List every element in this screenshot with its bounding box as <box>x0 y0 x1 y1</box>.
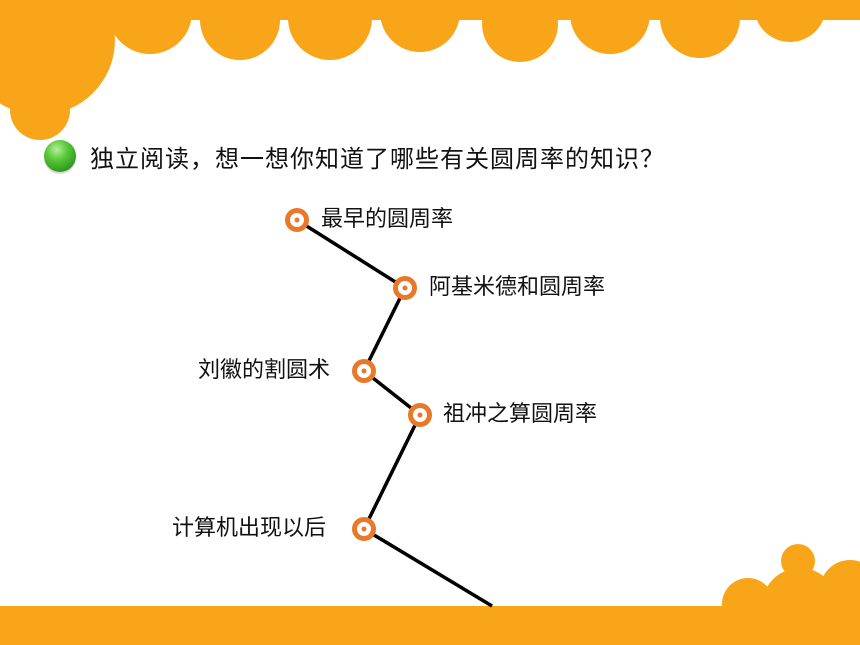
timeline-line <box>296 218 493 608</box>
timeline-label-1: 最早的圆周率 <box>321 207 454 232</box>
timeline-label-3: 刘徽的割圆术 <box>198 358 331 383</box>
bottom-orange-bar <box>0 544 860 645</box>
timeline-node-5 <box>352 517 376 541</box>
timeline-node-3 <box>352 359 376 383</box>
page-heading: 独立阅读，想一想你知道了哪些有关圆周率的知识？ <box>44 136 665 176</box>
timeline-label-5: 计算机出现以后 <box>172 516 327 541</box>
timeline-node-2 <box>393 276 417 300</box>
timeline-node-1 <box>285 208 309 232</box>
timeline-label-2: 阿基米德和圆周率 <box>429 275 606 300</box>
heading-text: 独立阅读，想一想你知道了哪些有关圆周率的知识？ <box>90 144 665 173</box>
timeline-label-4: 祖冲之算圆周率 <box>443 402 598 427</box>
timeline-node-4 <box>408 403 432 427</box>
green-bullet-icon <box>44 140 76 172</box>
top-cloud-banner <box>0 0 860 140</box>
